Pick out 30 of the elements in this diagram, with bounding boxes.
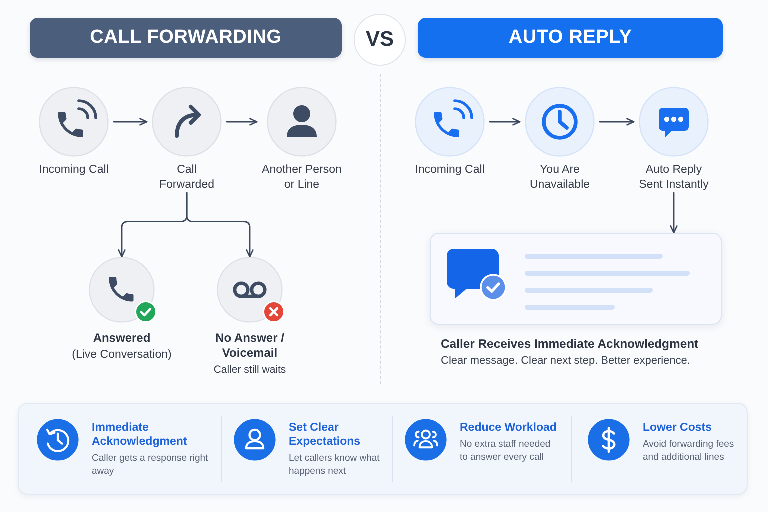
feature-description: No extra staff needed to answer every call bbox=[460, 439, 551, 463]
arrow bbox=[226, 118, 258, 126]
outcome-label: No Answer / Voicemail bbox=[216, 331, 284, 360]
feature-heading: Lower Costs bbox=[643, 422, 712, 434]
section-header: AUTO REPLY bbox=[418, 18, 723, 58]
step-label: Incoming Call bbox=[415, 164, 485, 176]
feature-description: Let callers know what happens next bbox=[289, 453, 380, 477]
step-label: Call Forwarded bbox=[160, 164, 214, 191]
feature-description: Avoid forwarding fees and additional lines bbox=[643, 439, 734, 463]
step-label: Incoming Call bbox=[39, 164, 109, 176]
arrow bbox=[599, 118, 635, 126]
step-label: Auto Reply Sent Instantly bbox=[639, 164, 709, 191]
feature-panel bbox=[18, 403, 748, 495]
outcome-note: (Live Conversation) bbox=[72, 349, 172, 361]
feature-heading: Immediate Acknowledgment bbox=[92, 422, 188, 448]
arrow bbox=[113, 118, 148, 126]
outcome-note: Caller still waits bbox=[214, 364, 286, 376]
card-heading: Caller Receives Immediate Acknowledgment bbox=[441, 337, 699, 351]
feature-description: Caller gets a response right away bbox=[92, 453, 208, 477]
arrow bbox=[489, 118, 521, 126]
arrow bbox=[186, 192, 254, 258]
feature-heading: Reduce Workload bbox=[460, 422, 557, 434]
step-label: Another Person or Line bbox=[262, 164, 342, 191]
card-caption: Clear message. Clear next step. Better experience. bbox=[441, 355, 690, 367]
versus-circle: VS bbox=[354, 14, 406, 66]
arrow bbox=[670, 192, 678, 234]
feature-heading: Set Clear Expectations bbox=[289, 422, 361, 448]
section-header: CALL FORWARDING bbox=[30, 18, 342, 58]
step-label: You Are Unavailable bbox=[530, 164, 590, 191]
outcome-label: Answered bbox=[93, 331, 151, 345]
